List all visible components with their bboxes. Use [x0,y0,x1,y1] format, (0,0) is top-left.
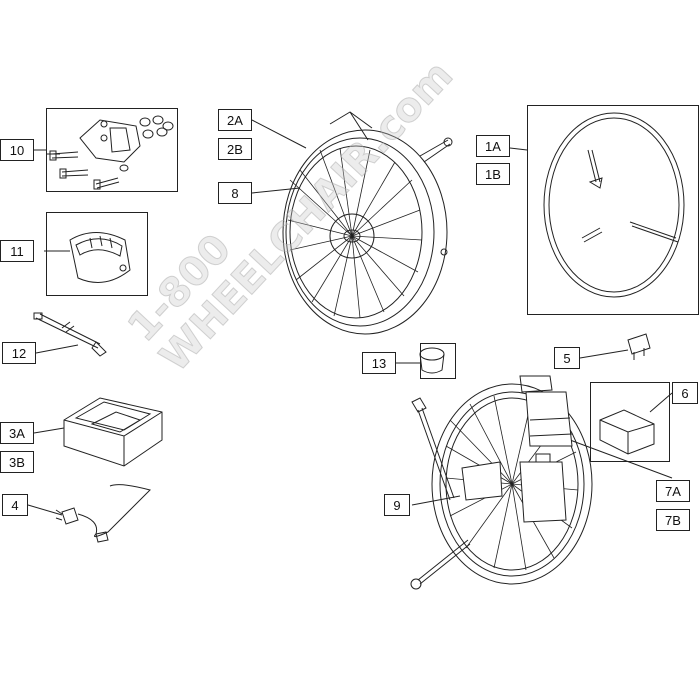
part-5-fuse [579,333,651,360]
callout-5: 5 [554,347,580,369]
callout-1A: 1A [476,135,510,157]
callout-2A: 2A [218,109,252,131]
callout-2B: 2B [218,138,252,160]
part-2-wheel-assembly [251,111,453,335]
callout-9: 9 [384,494,410,516]
callout-3B: 3B [0,451,34,473]
part-3-charger-cradle [33,397,163,467]
part-4-cord [27,484,151,543]
part-11-cover [44,232,131,283]
part-7-9-wheel-battery [410,375,673,590]
callout-8: 8 [218,182,252,204]
callout-13: 13 [362,352,396,374]
panel-part-10 [46,108,178,192]
part-1-rim-panel [509,112,685,298]
panel-part-1 [527,105,699,315]
panel-part-11 [46,212,148,296]
callout-6: 6 [672,382,698,404]
callout-11: 11 [0,240,34,262]
callout-10: 10 [0,139,34,161]
callout-7A: 7A [656,480,690,502]
callout-4: 4 [2,494,28,516]
part-6-battery-tray [599,392,673,455]
part-10-bracket-hardware [29,115,174,190]
callout-3A: 3A [0,422,34,444]
callout-1B: 1B [476,163,510,185]
panel-part-6 [590,382,670,462]
panel-part-13 [420,343,456,379]
part-12-axle [33,312,107,357]
callout-7B: 7B [656,509,690,531]
callout-12: 12 [2,342,36,364]
